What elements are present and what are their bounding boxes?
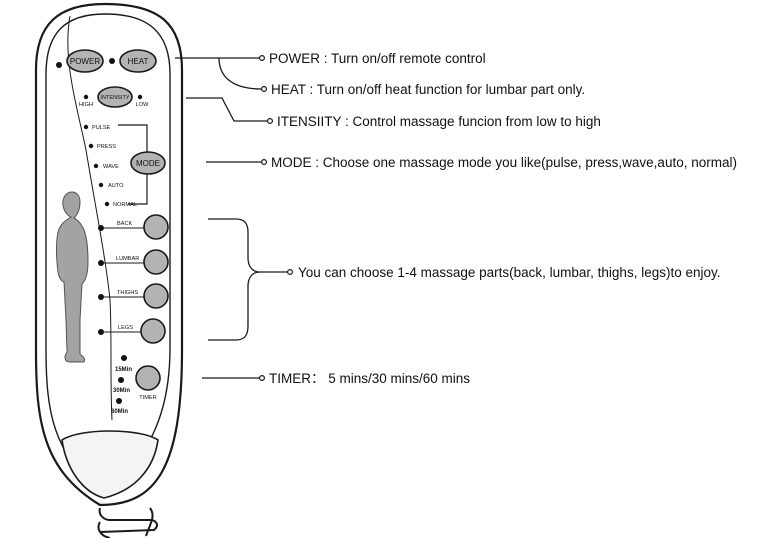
callout-lines: [175, 57, 288, 379]
mode-item-pulse: PULSE: [92, 125, 111, 131]
legs-button[interactable]: [140, 318, 166, 344]
intensity-low-label: LOW: [136, 102, 149, 108]
timer-button-label: TIMER: [139, 395, 156, 401]
back-button[interactable]: [143, 214, 169, 240]
annotation-power: POWER : Turn on/off remote control: [269, 51, 486, 66]
body-silhouette-icon: [56, 191, 89, 363]
mode-item-wave: WAVE: [103, 164, 119, 170]
low-indicator-dot: [137, 94, 143, 100]
callout-endpoints: [259, 54, 294, 382]
cable: [97, 507, 158, 538]
timer-option-15: 15Min: [115, 367, 132, 373]
part-label-thighs: THIGHS: [117, 290, 138, 296]
heat-indicator-dot: [109, 58, 115, 64]
timer-option-60: 60Min: [111, 409, 128, 415]
part-label-back: BACK: [117, 221, 133, 227]
timer-button[interactable]: [135, 365, 161, 391]
intensity-high-label: HIGH: [79, 102, 93, 108]
power-button[interactable]: POWER: [66, 49, 104, 73]
power-indicator-dot: [56, 62, 62, 68]
intensity-button-label: INTENSITY: [100, 95, 129, 101]
high-indicator-dot: [83, 94, 89, 100]
annotation-heat: HEAT : Turn on/off heat function for lum…: [271, 82, 585, 97]
lumbar-button[interactable]: [143, 249, 169, 275]
annotation-timer: TIMER： 5 mins/30 mins/60 mins: [269, 371, 470, 386]
annotation-intensity: ITENSIITY : Control massage funcion from…: [277, 114, 601, 129]
mode-button[interactable]: MODE: [130, 151, 166, 175]
intensity-button[interactable]: INTENSITY: [97, 86, 133, 108]
heat-button-label: HEAT: [128, 57, 149, 66]
mode-button-label: MODE: [136, 159, 160, 168]
annotation-mode: MODE : Choose one massage mode you like(…: [271, 155, 737, 170]
mode-item-auto: AUTO: [108, 183, 124, 189]
heat-button[interactable]: HEAT: [119, 49, 157, 73]
mode-item-normal: NORMAL: [113, 202, 137, 208]
part-label-lumbar: LUMBAR: [116, 256, 139, 262]
annotation-parts: You can choose 1-4 massage parts(back, l…: [298, 265, 721, 280]
power-button-label: POWER: [70, 57, 100, 66]
thighs-button[interactable]: [143, 283, 169, 309]
mode-bracket-line: [118, 124, 148, 205]
part-label-legs: LEGS: [118, 325, 133, 331]
timer-option-30: 30Min: [113, 388, 130, 394]
timer-options: 15Min 30Min 60Min: [111, 355, 132, 415]
body-part-list: BACK LUMBAR THIGHS LEGS: [98, 221, 144, 335]
mode-list: PULSE PRESS WAVE AUTO NORMAL: [83, 124, 137, 208]
mode-item-press: PRESS: [97, 144, 116, 150]
remote-bottom-cap: [61, 430, 159, 499]
